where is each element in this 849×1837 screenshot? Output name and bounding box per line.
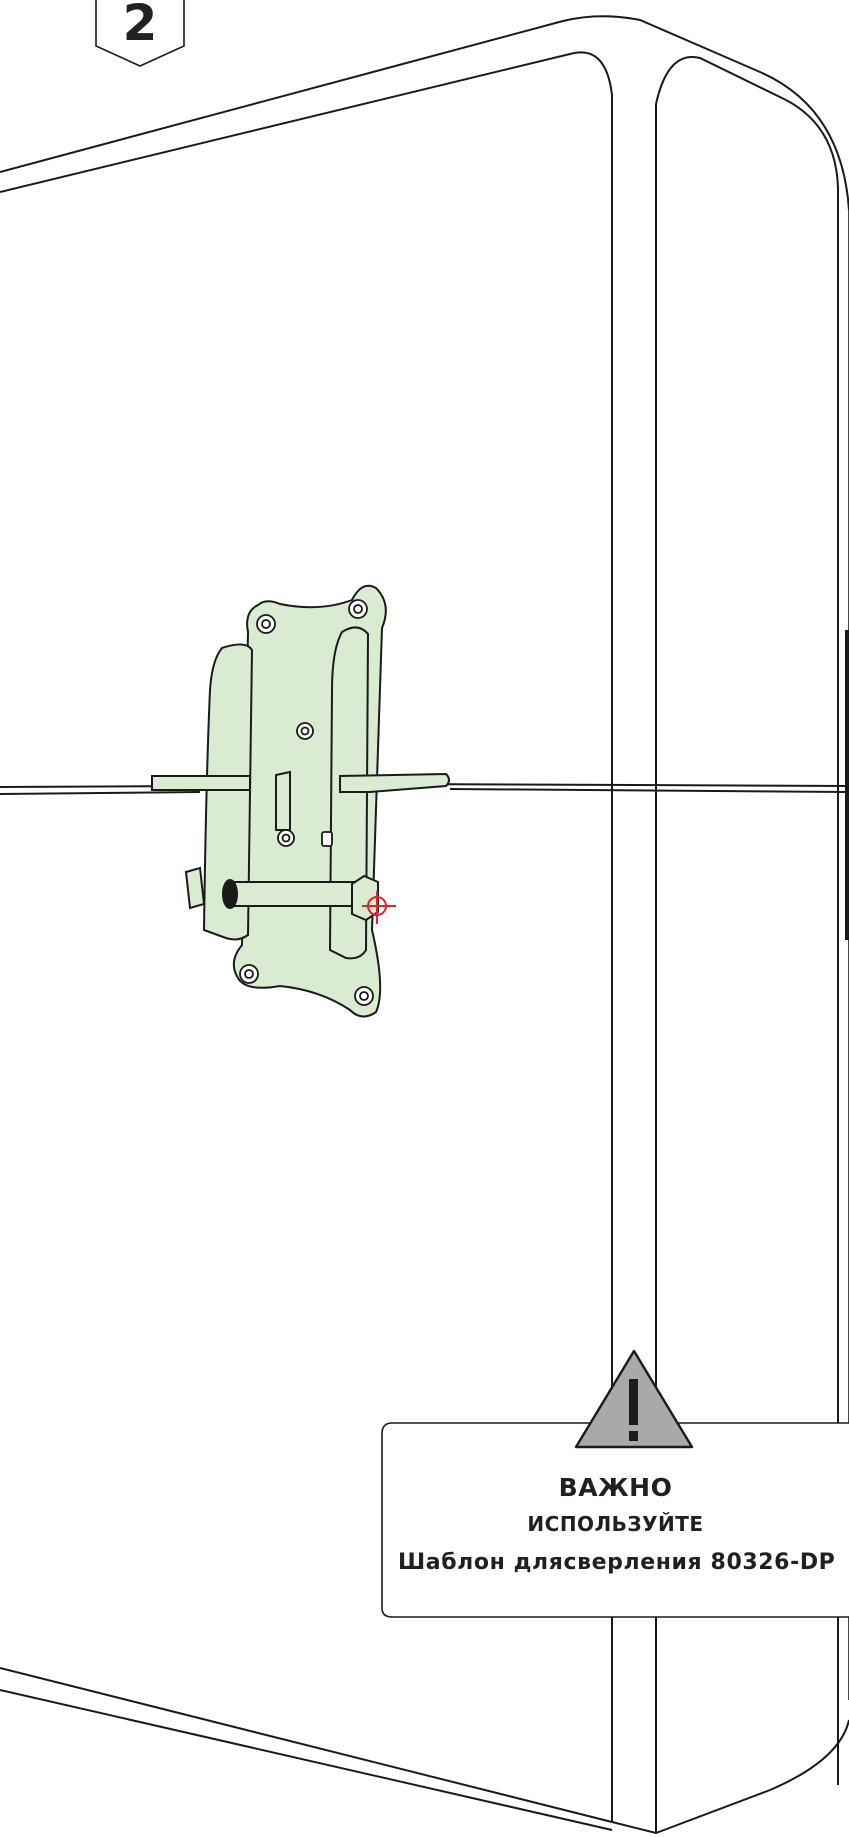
cabinet-top-edge xyxy=(0,15,849,211)
bracket-ledge-left xyxy=(151,775,251,791)
cabinet-side-panel xyxy=(655,55,839,1720)
notice-title: ВАЖНО xyxy=(558,1473,673,1502)
step-number: 2 xyxy=(122,0,158,52)
step-badge-icon xyxy=(95,0,185,67)
notice-instruction: Шаблон длясверления 80326-DP xyxy=(398,1550,836,1575)
warning-triangle-icon xyxy=(574,1349,694,1449)
bracket-ledge-right xyxy=(339,772,450,793)
cabinet-top-inner-edge xyxy=(0,51,613,1590)
notice-box xyxy=(381,1422,849,1618)
bracket-bolt xyxy=(184,866,379,922)
notice-subtitle: ИСПОЛЬЗУЙТЕ xyxy=(527,1512,704,1536)
drill-target-icon xyxy=(362,891,396,924)
bracket-left-arm xyxy=(202,643,254,941)
cabinet-bottom-edge xyxy=(0,1667,849,1835)
wall-bracket xyxy=(151,584,450,1018)
